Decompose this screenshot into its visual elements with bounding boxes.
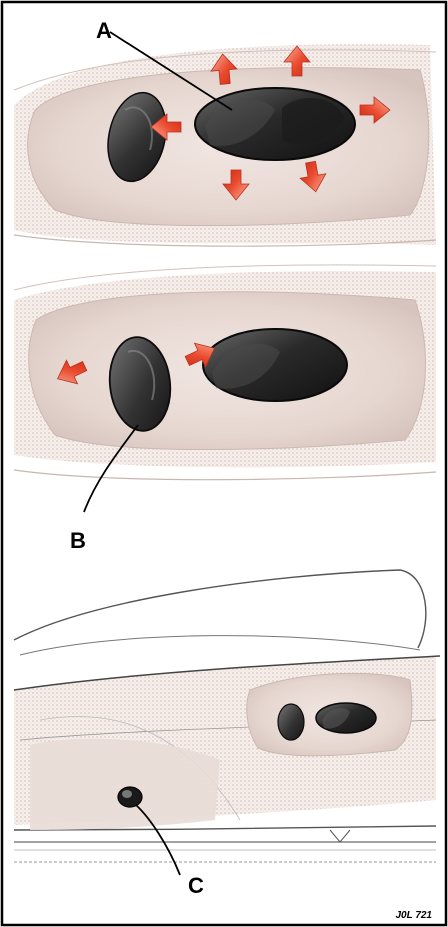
seat-adjust-switch: [316, 703, 376, 733]
seat-adjust-switch: [203, 329, 347, 401]
callout-b: B: [70, 528, 86, 553]
backrest-tilt-switch: [278, 704, 304, 740]
seat-adjust-switch: [195, 88, 355, 160]
callout-c: C: [188, 873, 204, 898]
reference-code: J0L 721: [395, 910, 432, 921]
callout-a: A: [96, 18, 112, 43]
lumbar-knob: [118, 787, 142, 807]
